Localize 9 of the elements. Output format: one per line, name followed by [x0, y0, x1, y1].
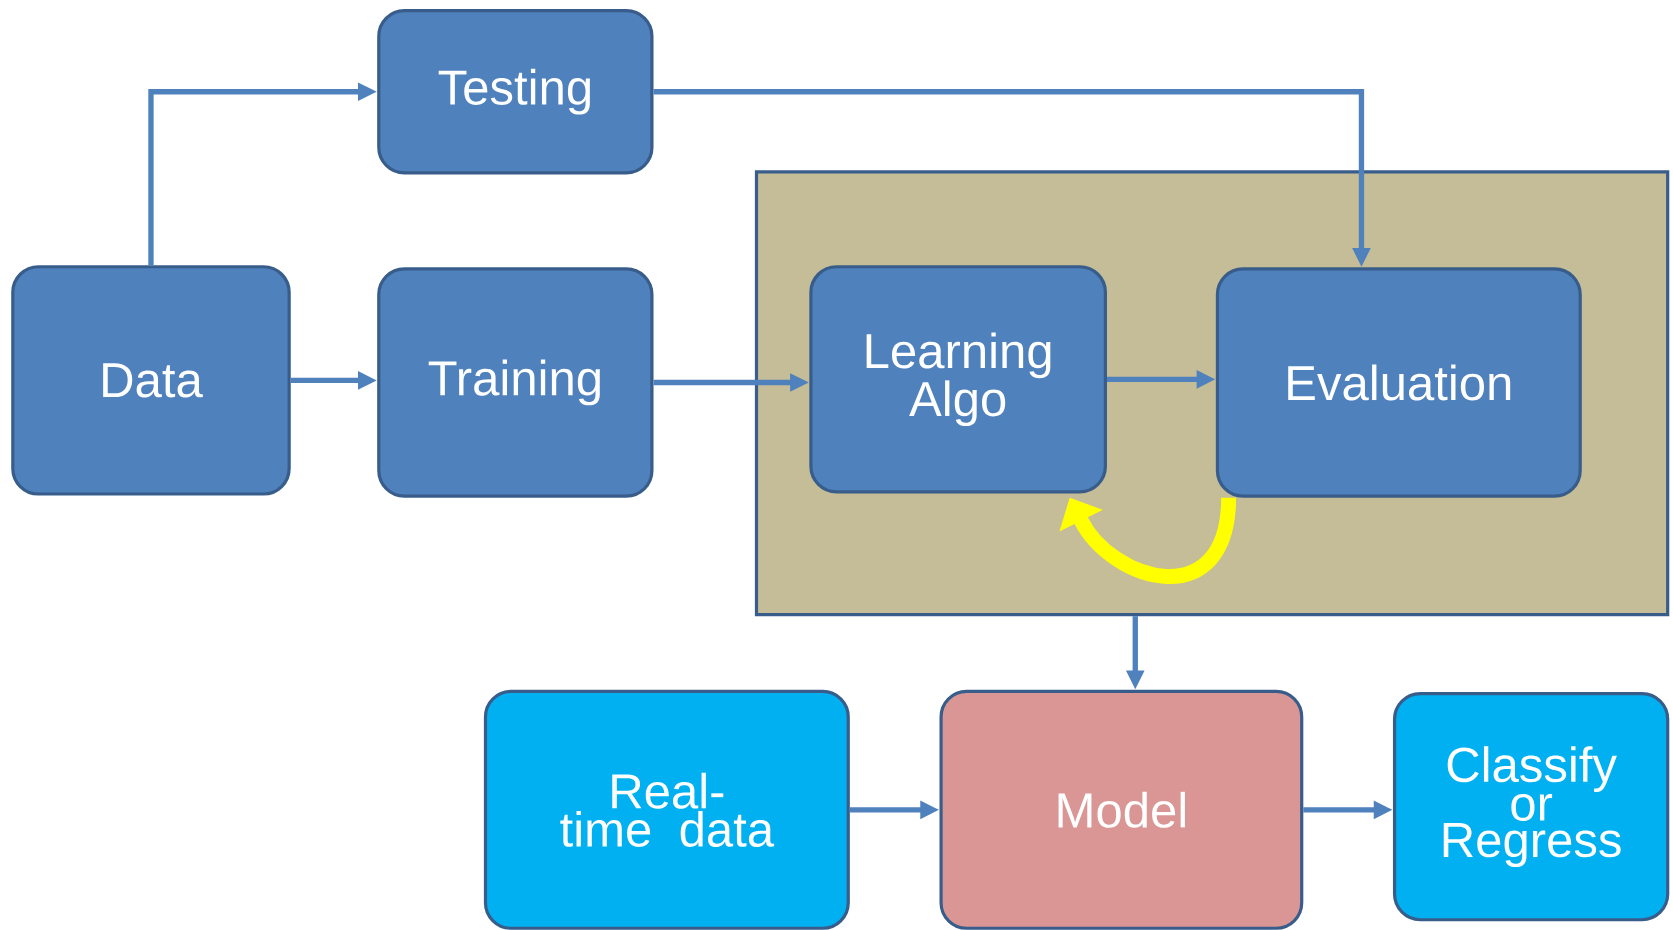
- process-box: Data: [11, 264, 291, 496]
- process-box: Learning Algo: [809, 264, 1107, 494]
- process-box: Classify or Regress: [1392, 691, 1670, 922]
- process-box: Training: [377, 267, 654, 498]
- arrow: [1059, 496, 1237, 584]
- process-box: Real-time data: [483, 689, 850, 930]
- process-box: Model: [939, 689, 1304, 930]
- process-box: Evaluation: [1215, 267, 1582, 498]
- process-box: Testing: [377, 8, 654, 175]
